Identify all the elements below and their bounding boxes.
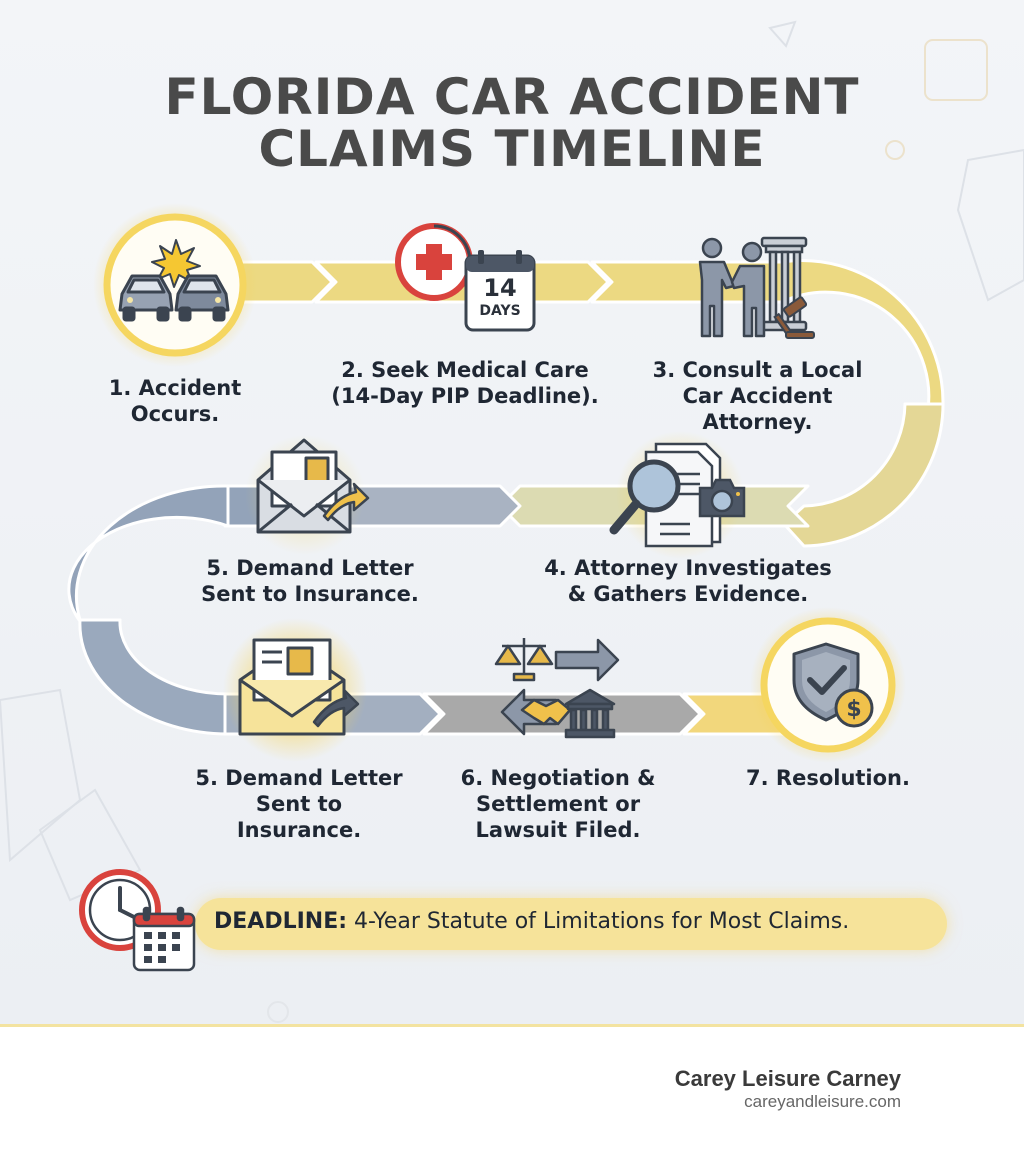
camera-icon [698, 478, 746, 518]
courthouse-icon [564, 688, 616, 739]
footer [0, 1027, 1024, 1154]
decorative-shapes [0, 20, 1024, 1023]
deadline-label: DEADLINE: [214, 909, 348, 934]
brand-name: Carey Leisure Carney [674, 1066, 901, 1091]
deadline-body: 4-Year Statute of Limitations for Most C… [354, 909, 850, 934]
path-bend-left [67, 484, 230, 736]
page-title-line-2: CLAIMS TIMELINE [258, 120, 766, 178]
footer-divider [0, 1024, 1024, 1027]
step-4-label: 4. Attorney Investigates& Gathers Eviden… [544, 556, 832, 606]
step-2-label: 2. Seek Medical Care(14-Day PIP Deadline… [331, 358, 599, 408]
evidence-magnifier-icon [609, 442, 722, 548]
brand-url[interactable]: careyandleisure.com [744, 1092, 901, 1111]
calendar-number: 14 [483, 274, 517, 302]
clock-icon [79, 869, 196, 972]
gavel [773, 296, 815, 339]
page-title-line-1: FLORIDA CAR ACCIDENT [164, 68, 860, 126]
envelope-letter-icon [238, 638, 360, 736]
deadline-banner [195, 898, 947, 950]
handshake-attorney-icon [698, 236, 815, 339]
calendar-unit: DAYS [479, 303, 521, 319]
svg-text:$: $ [846, 697, 861, 722]
handshake-icon [520, 698, 572, 726]
shield-check-dollar-icon: $ [792, 642, 874, 728]
calendar-icon [464, 250, 536, 332]
step-7-label: 7. Resolution. [746, 766, 910, 790]
envelope-letter-icon [256, 438, 370, 534]
car-crash-icon [118, 239, 230, 322]
deadline-text: DEADLINE: 4-Year Statute of Limitations … [214, 909, 849, 934]
